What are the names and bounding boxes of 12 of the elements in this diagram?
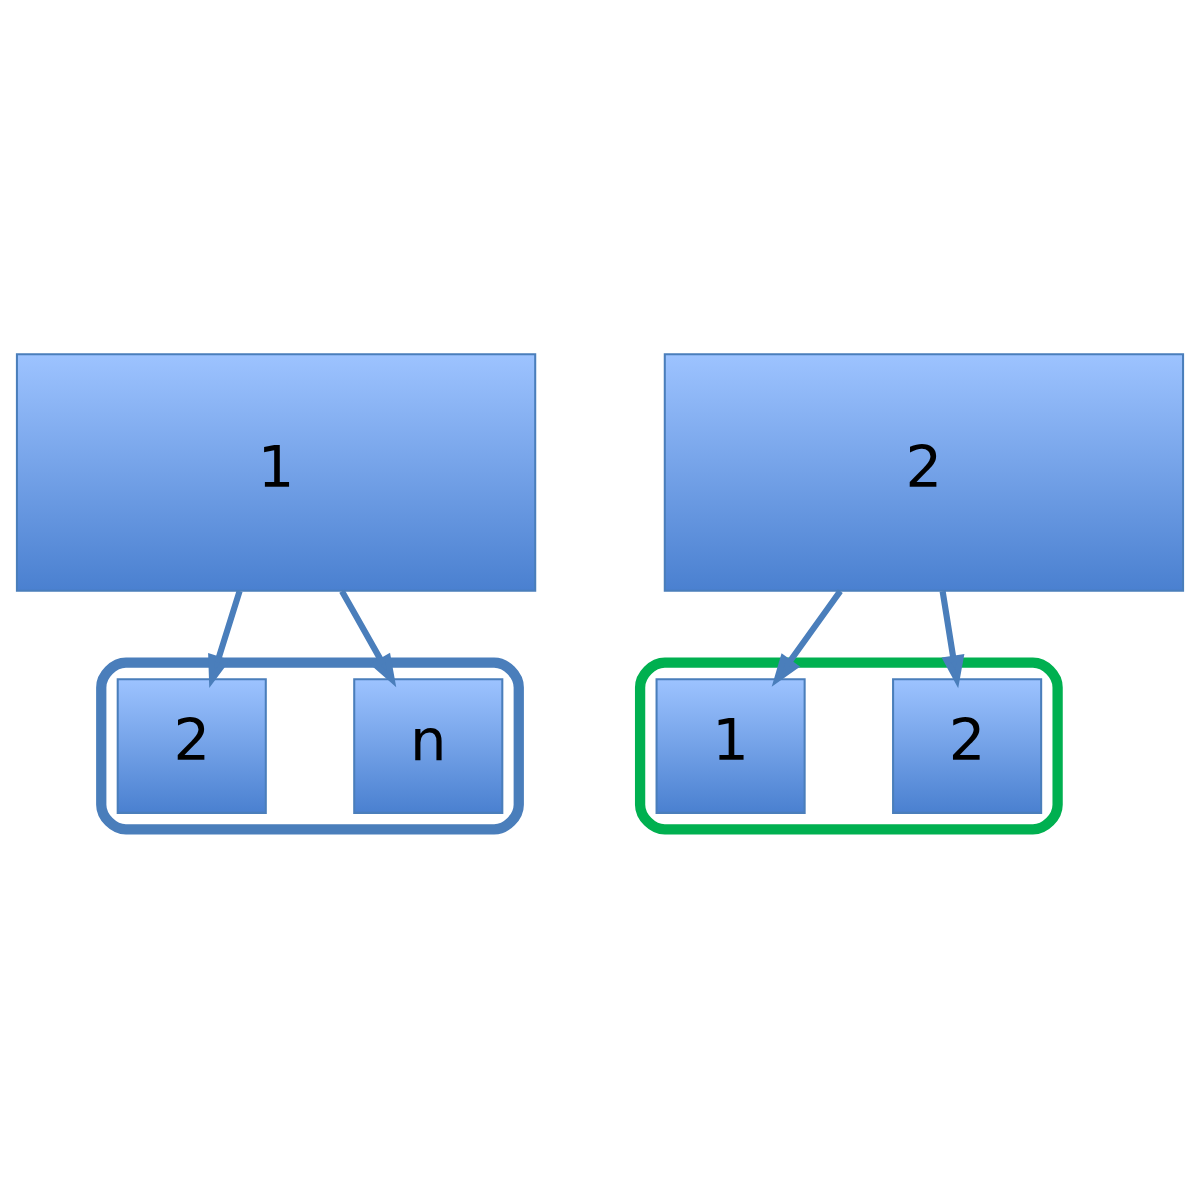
arrow xyxy=(771,589,843,687)
node-box: n xyxy=(353,678,504,814)
node-box: 1 xyxy=(655,678,806,814)
arrow xyxy=(208,590,243,688)
node-box: 1 xyxy=(15,353,537,592)
cluster xyxy=(634,657,1063,835)
node-box: 2 xyxy=(116,678,267,814)
arrow xyxy=(339,589,397,688)
arrow xyxy=(939,590,965,689)
node-box: 2 xyxy=(892,678,1043,814)
node-box: 2 xyxy=(663,353,1185,592)
cluster xyxy=(96,657,524,835)
